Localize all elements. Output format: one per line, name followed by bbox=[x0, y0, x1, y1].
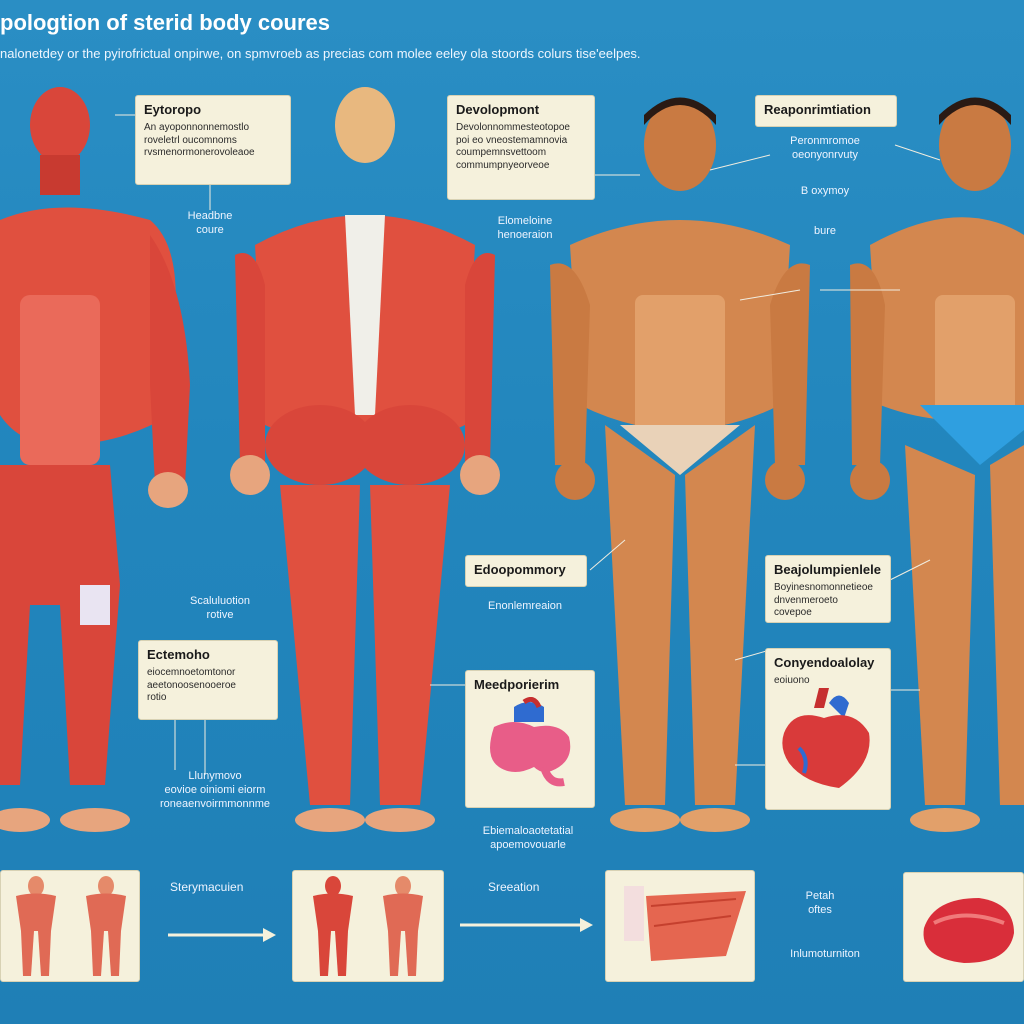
bodybuilding-body: Boyinesnomonnetieoe dnvenmeroeto covepoe bbox=[774, 582, 873, 619]
lunymovo-label: Llunymovo eovioe oiniomi eiorm roneaenvo… bbox=[159, 770, 271, 810]
panel-anatomy-pair bbox=[292, 870, 444, 982]
heart-icon bbox=[782, 687, 870, 788]
environment-label: Enonlemreaion bbox=[488, 600, 562, 612]
development-info-heading: Devolopmont bbox=[456, 102, 540, 117]
endomorphy-heading: Edoopommory bbox=[474, 562, 566, 577]
panel-muscle-fiber bbox=[605, 870, 755, 982]
bodybuilder-front-figure bbox=[550, 97, 810, 832]
page-subtitle: nalonetdey or the pyirofrictual onpirwe,… bbox=[0, 46, 641, 61]
muscle-fiber-icon bbox=[624, 886, 746, 961]
panel-muscle-pair bbox=[0, 870, 140, 982]
development-info-box: Devolopmont Devolonnommesteotopoe poi eo… bbox=[447, 95, 595, 200]
cardiology-body: eoiuono bbox=[774, 675, 810, 687]
mesodermal-box: Meedporierim bbox=[465, 670, 595, 808]
muscle-figures-icon bbox=[16, 876, 126, 976]
arrow-right-icon bbox=[460, 918, 593, 932]
endomyocardial-label: Ebiemaloaotetatial apoemovouarle bbox=[482, 825, 574, 851]
scalulation-label: Scaluluotion rotive bbox=[190, 595, 250, 621]
page-title: pologtion of sterid body coures bbox=[0, 10, 330, 35]
reproduction-info-heading: Reaponrimtiation bbox=[764, 102, 871, 117]
reproduction-detail-label: Peronmromoe oeonyonrvuty bbox=[790, 135, 860, 161]
development-info-body: Devolonnommesteotopoe poi eo vneostemamn… bbox=[456, 122, 570, 171]
ectomorph-info-body: An ayoponnonnemostlo roveletrl oucomnoms… bbox=[144, 122, 255, 159]
reproduction-info-box: Reaponrimtiation bbox=[755, 95, 897, 127]
bure-label: bure bbox=[813, 225, 837, 237]
cardiology-heading: Conyendoalolay bbox=[774, 655, 875, 670]
ectomorph-info-heading: Eytoropo bbox=[144, 102, 202, 117]
elemental-reaction-label: Elomeloine henoeraion bbox=[497, 215, 553, 241]
bodybuilding-heading: Beajolumpienlele bbox=[774, 562, 881, 577]
intestine-icon bbox=[490, 697, 571, 787]
ectomorph-mid-box: Ectemoho eiocemnoetomtonor aeetonoosenoo… bbox=[138, 640, 278, 720]
endomorphy-box: Edoopommory bbox=[465, 555, 587, 587]
anatomy-front-figure bbox=[0, 87, 190, 832]
petai-ofles-label: Petah oftes bbox=[805, 890, 835, 916]
anatomy-figures-icon bbox=[313, 876, 423, 976]
panel-tissue bbox=[903, 872, 1024, 982]
ectomorph-info-box: Eytoropo An ayoponnonnemostlo roveletrl … bbox=[135, 95, 291, 185]
b-oxymoy-label: B oxymoy bbox=[800, 185, 850, 197]
cardiology-box: Conyendoalolay eoiuono bbox=[765, 648, 891, 810]
mesodermal-heading: Meedporierim bbox=[474, 677, 560, 692]
tissue-icon bbox=[923, 898, 1014, 963]
arrow-right-icon bbox=[168, 928, 276, 942]
steroid-conversion-label: Sterymacuien bbox=[170, 880, 244, 894]
headbone-source-label: Headbne coure bbox=[187, 210, 233, 236]
bodybuilder-trunks-figure bbox=[850, 97, 1024, 832]
bodybuilding-box: Beajolumpienlele Boyinesnomonnetieoe dnv… bbox=[765, 555, 891, 623]
ectomorph-mid-body: eiocemnoetomtonor aeetonoosenooeroe roti… bbox=[147, 667, 236, 704]
inferunion-label: Inlumoturniton bbox=[790, 948, 860, 960]
ectomorph-mid-heading: Ectemoho bbox=[147, 647, 210, 662]
anatomy-back-figure bbox=[230, 87, 500, 832]
stemulation-label: Sreeation bbox=[488, 880, 540, 894]
